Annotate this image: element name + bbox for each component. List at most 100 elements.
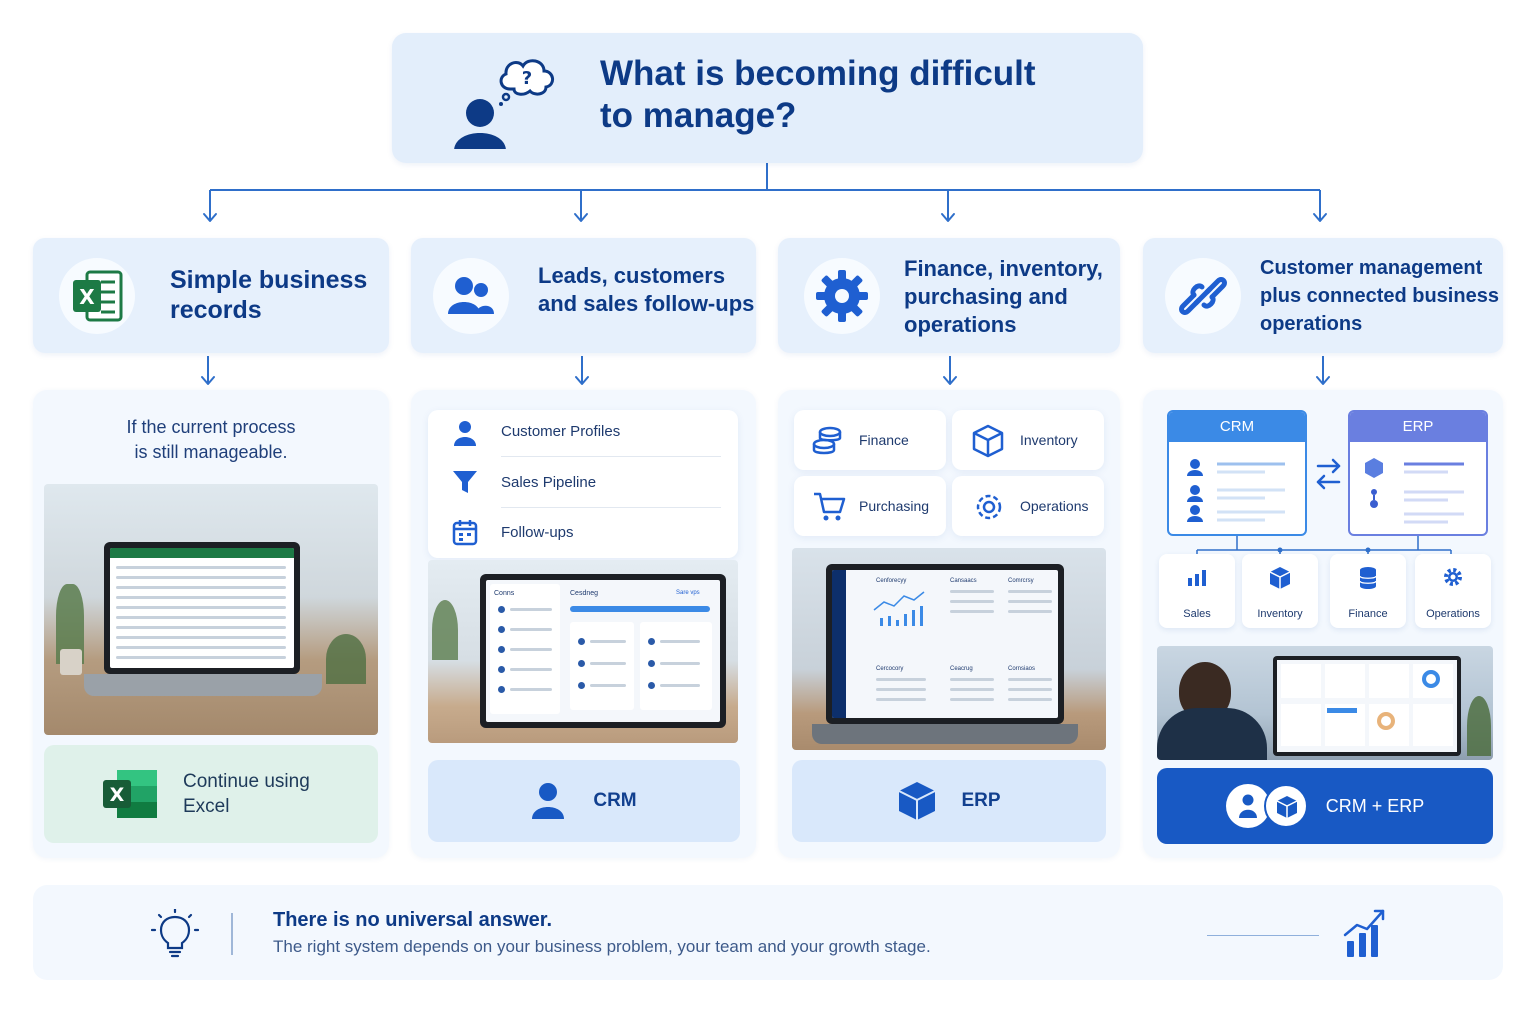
erp-screen-head2: Cansaacs (950, 578, 977, 584)
column-panel-erp: Finance Inventory Purchasing Operations … (778, 390, 1120, 858)
laptop-erp-photo: Cenforecyy Cansaacs Comrcrsy (792, 548, 1106, 750)
category-title: Customer management plus connected busin… (1260, 254, 1499, 338)
module-label-inventory: Inventory (1257, 608, 1303, 620)
category-title-line1: Finance, inventory, (904, 256, 1103, 281)
box-icon (972, 424, 1004, 458)
cube-badge-icon (1263, 784, 1308, 828)
sync-arrows-icon (1316, 458, 1341, 490)
growth-chart-icon (1343, 909, 1385, 957)
manageable-note: If the current process is still manageab… (33, 415, 389, 465)
laptop-spreadsheet-photo (44, 484, 378, 735)
erp-screen-head3: Comrcrsy (1008, 578, 1034, 584)
module-label-finance: Finance (1348, 608, 1388, 620)
category-finance-operations: Finance, inventory, purchasing and opera… (778, 238, 1120, 353)
excel-logo-icon: X (103, 770, 157, 818)
users-icon-circle (433, 258, 509, 334)
cart-icon (814, 492, 846, 521)
result-line1: Continue using (183, 771, 310, 792)
crm-person-icon (532, 783, 565, 819)
screen-badge: Sare vps (676, 590, 700, 596)
category-connected-operations: Customer management plus connected busin… (1143, 238, 1503, 353)
category-title-line2: and sales follow-ups (538, 291, 755, 316)
footer-title: There is no universal answer. (273, 909, 553, 931)
page-title-line2: to manage? (600, 96, 797, 135)
column-panel-crm: Customer Profiles Sales Pipeline Follow-… (411, 390, 756, 858)
erp-laptop-screen: Cenforecyy Cansaacs Comrcrsy (826, 564, 1064, 724)
category-title: Finance, inventory, purchasing and opera… (904, 255, 1103, 339)
module-operations: Operations (1415, 554, 1491, 628)
laptop-screen (104, 542, 300, 674)
laptop-keyboard (84, 674, 322, 696)
svg-text:X: X (79, 285, 95, 309)
screen-right-title: Cesdneg (570, 590, 599, 597)
crm-box-title: CRM (1169, 412, 1305, 442)
erp-module-inventory: Inventory (952, 410, 1104, 470)
module-label-finance: Finance (859, 432, 909, 448)
category-title-line1: Leads, customers (538, 263, 726, 288)
module-sales: Sales (1159, 554, 1235, 628)
erp-cube-icon (899, 782, 936, 820)
category-title-line1: Customer management (1260, 257, 1483, 279)
category-title: Leads, customers and sales follow-ups (538, 262, 754, 318)
category-title-line1: Simple business (170, 266, 368, 294)
erp-system-box: ERP (1348, 410, 1488, 536)
footer-divider (231, 913, 233, 955)
excel-icon: X (73, 270, 123, 322)
module-label-operations: Operations (1020, 498, 1089, 514)
column-panel-crm-erp: CRM ERP (1143, 390, 1503, 858)
erp-module-finance: Finance (794, 410, 946, 470)
category-simple-records: X Simple business records (33, 238, 389, 353)
crm-erp-result-label: CRM + ERP (1325, 795, 1425, 816)
users-icon (448, 277, 494, 314)
erp-module-operations: Operations (952, 476, 1104, 536)
person-body (1157, 708, 1267, 760)
thinking-person-icon: ? (454, 59, 554, 149)
module-label-sales: Sales (1183, 608, 1211, 620)
bar-chart-icon (1188, 570, 1206, 586)
crm-erp-combined-icon (1225, 784, 1308, 828)
category-title-line2: plus connected business (1260, 285, 1499, 307)
laptop-crm-photo: Conns Cesdneg Sare vps (428, 560, 738, 743)
erp-result-card: ERP (792, 760, 1106, 842)
screen-left-title: Conns (494, 590, 515, 597)
link-icon (1179, 277, 1227, 315)
category-title-line3: operations (1260, 313, 1363, 335)
category-title-line2: records (170, 296, 262, 324)
erp-screen-sub2: Ceacrug (950, 666, 973, 672)
erp-screen-sub3: Cornsiaos (1008, 666, 1036, 672)
crm-features-list: Customer Profiles Sales Pipeline Follow-… (428, 410, 738, 558)
list-item-sales-pipeline: Sales Pipeline (501, 474, 597, 491)
settings-outline-icon (976, 494, 1002, 520)
person-at-monitor-photo (1157, 646, 1493, 760)
erp-screen-sub1: Cercocory (876, 666, 904, 672)
erp-result-label: ERP (961, 790, 1001, 811)
gear-small-icon (1444, 568, 1462, 586)
funnel-icon (453, 471, 477, 493)
gear-icon-circle (804, 258, 880, 334)
note-line2: is still manageable. (134, 442, 288, 462)
customer-profile-icon (454, 421, 476, 446)
erp-screen-head1: Cenforecyy (876, 578, 907, 584)
list-item-customer-profiles: Customer Profiles (501, 423, 621, 440)
module-label-purchasing: Purchasing (859, 498, 930, 514)
footer-subtitle: The right system depends on your busines… (273, 937, 931, 956)
page-title: What is becoming difficult to manage? (600, 53, 1120, 137)
conclusion-footer: There is no universal answer. The right … (33, 885, 1503, 980)
lightbulb-icon (151, 909, 199, 958)
svg-text:?: ? (522, 68, 532, 89)
monitor (1273, 656, 1461, 756)
gear-icon (816, 270, 868, 322)
category-title-line2: purchasing and (904, 284, 1068, 309)
erp-module-purchasing: Purchasing (794, 476, 946, 536)
list-item-follow-ups: Follow-ups (501, 524, 574, 541)
note-line1: If the current process (126, 417, 296, 437)
erp-box-title: ERP (1350, 412, 1486, 442)
excel-icon-circle: X (59, 258, 135, 334)
person-badge-icon (1225, 784, 1270, 828)
result-line2: Excel (183, 796, 230, 817)
calendar-icon (452, 520, 478, 546)
svg-text:X: X (110, 784, 125, 806)
plant-right (326, 634, 366, 684)
category-leads-customers: Leads, customers and sales follow-ups (411, 238, 756, 353)
link-icon-circle (1165, 258, 1241, 334)
